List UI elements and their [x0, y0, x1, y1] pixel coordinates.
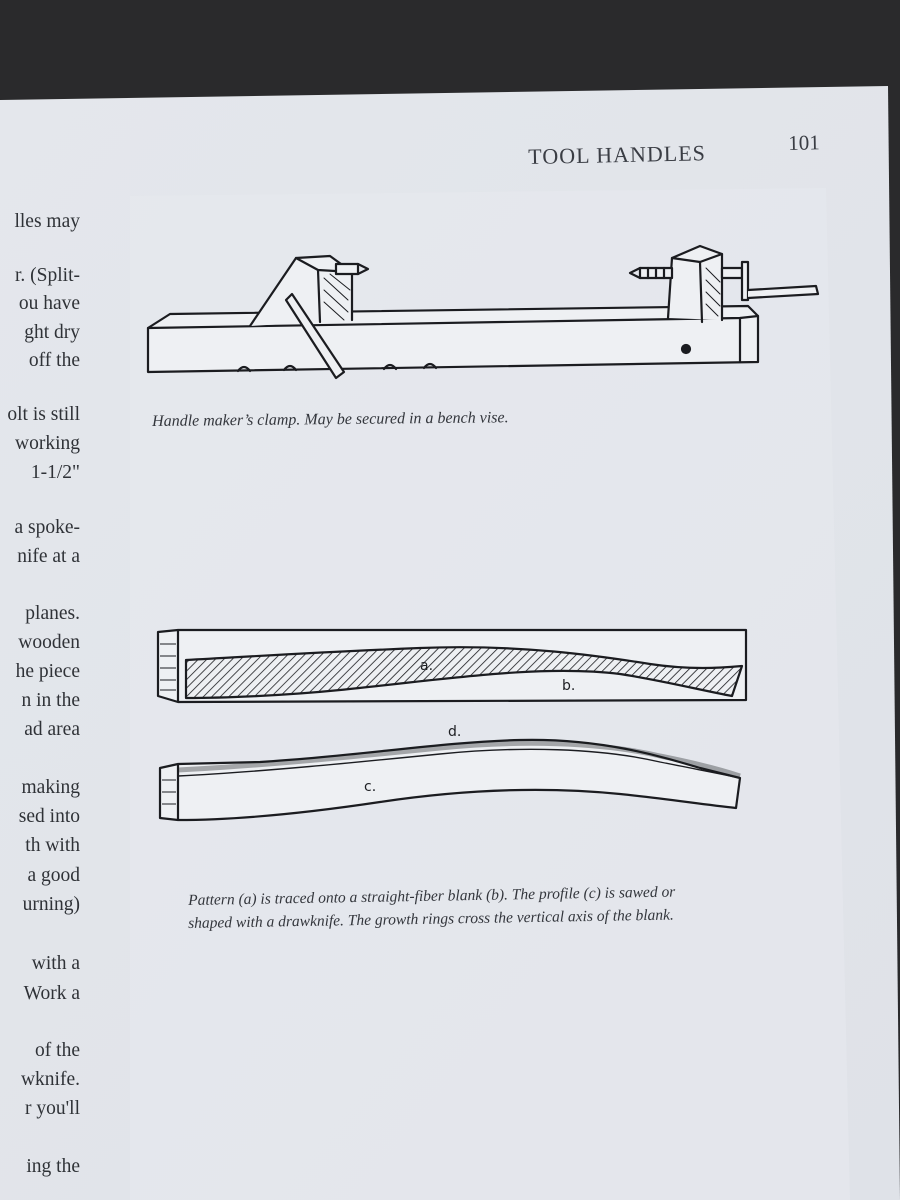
label-c: c.	[364, 779, 377, 795]
label-a: a.	[420, 658, 434, 674]
label-d: d.	[448, 724, 462, 740]
label-b: b.	[562, 678, 576, 694]
